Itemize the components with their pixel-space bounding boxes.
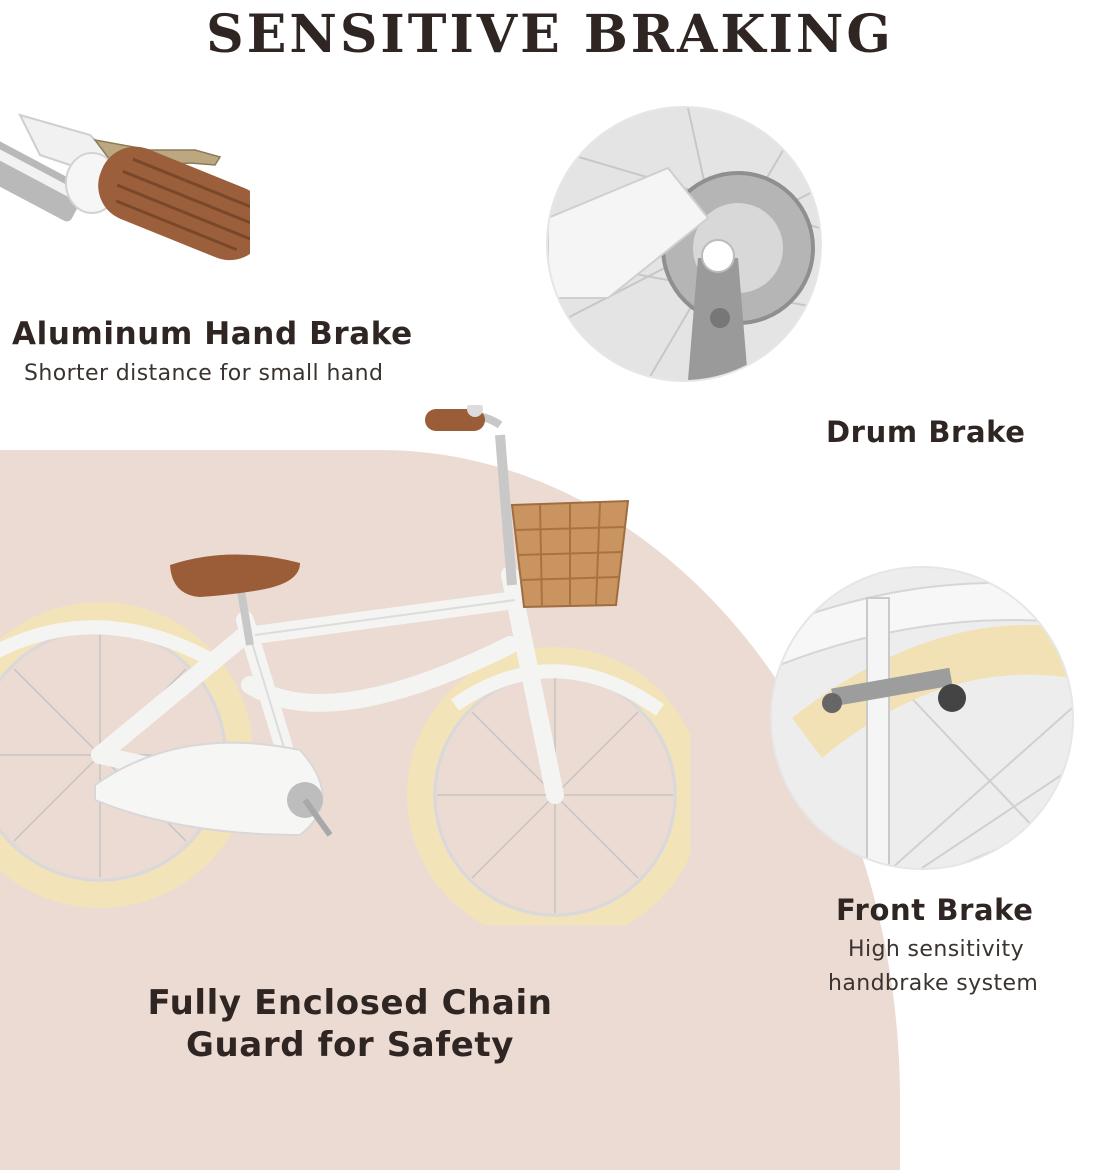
front-brake-image [770,566,1074,870]
kids-bicycle-image [0,405,690,925]
hand-brake-title: Aluminum Hand Brake [12,316,413,352]
front-brake-subtitle-line2: handbrake system [828,971,1039,996]
page-title: SENSITIVE BRAKING [206,4,894,65]
hand-brake-image [0,113,250,261]
front-brake-subtitle-line1: High sensitivity [848,937,1024,962]
chain-guard-title: Fully Enclosed Chain Guard for Safety [147,983,553,1065]
front-brake-title: Front Brake [836,893,1034,927]
drum-brake-image [546,106,822,382]
hand-brake-subtitle: Shorter distance for small hand [24,361,384,386]
drum-brake-title: Drum Brake [826,415,1026,449]
